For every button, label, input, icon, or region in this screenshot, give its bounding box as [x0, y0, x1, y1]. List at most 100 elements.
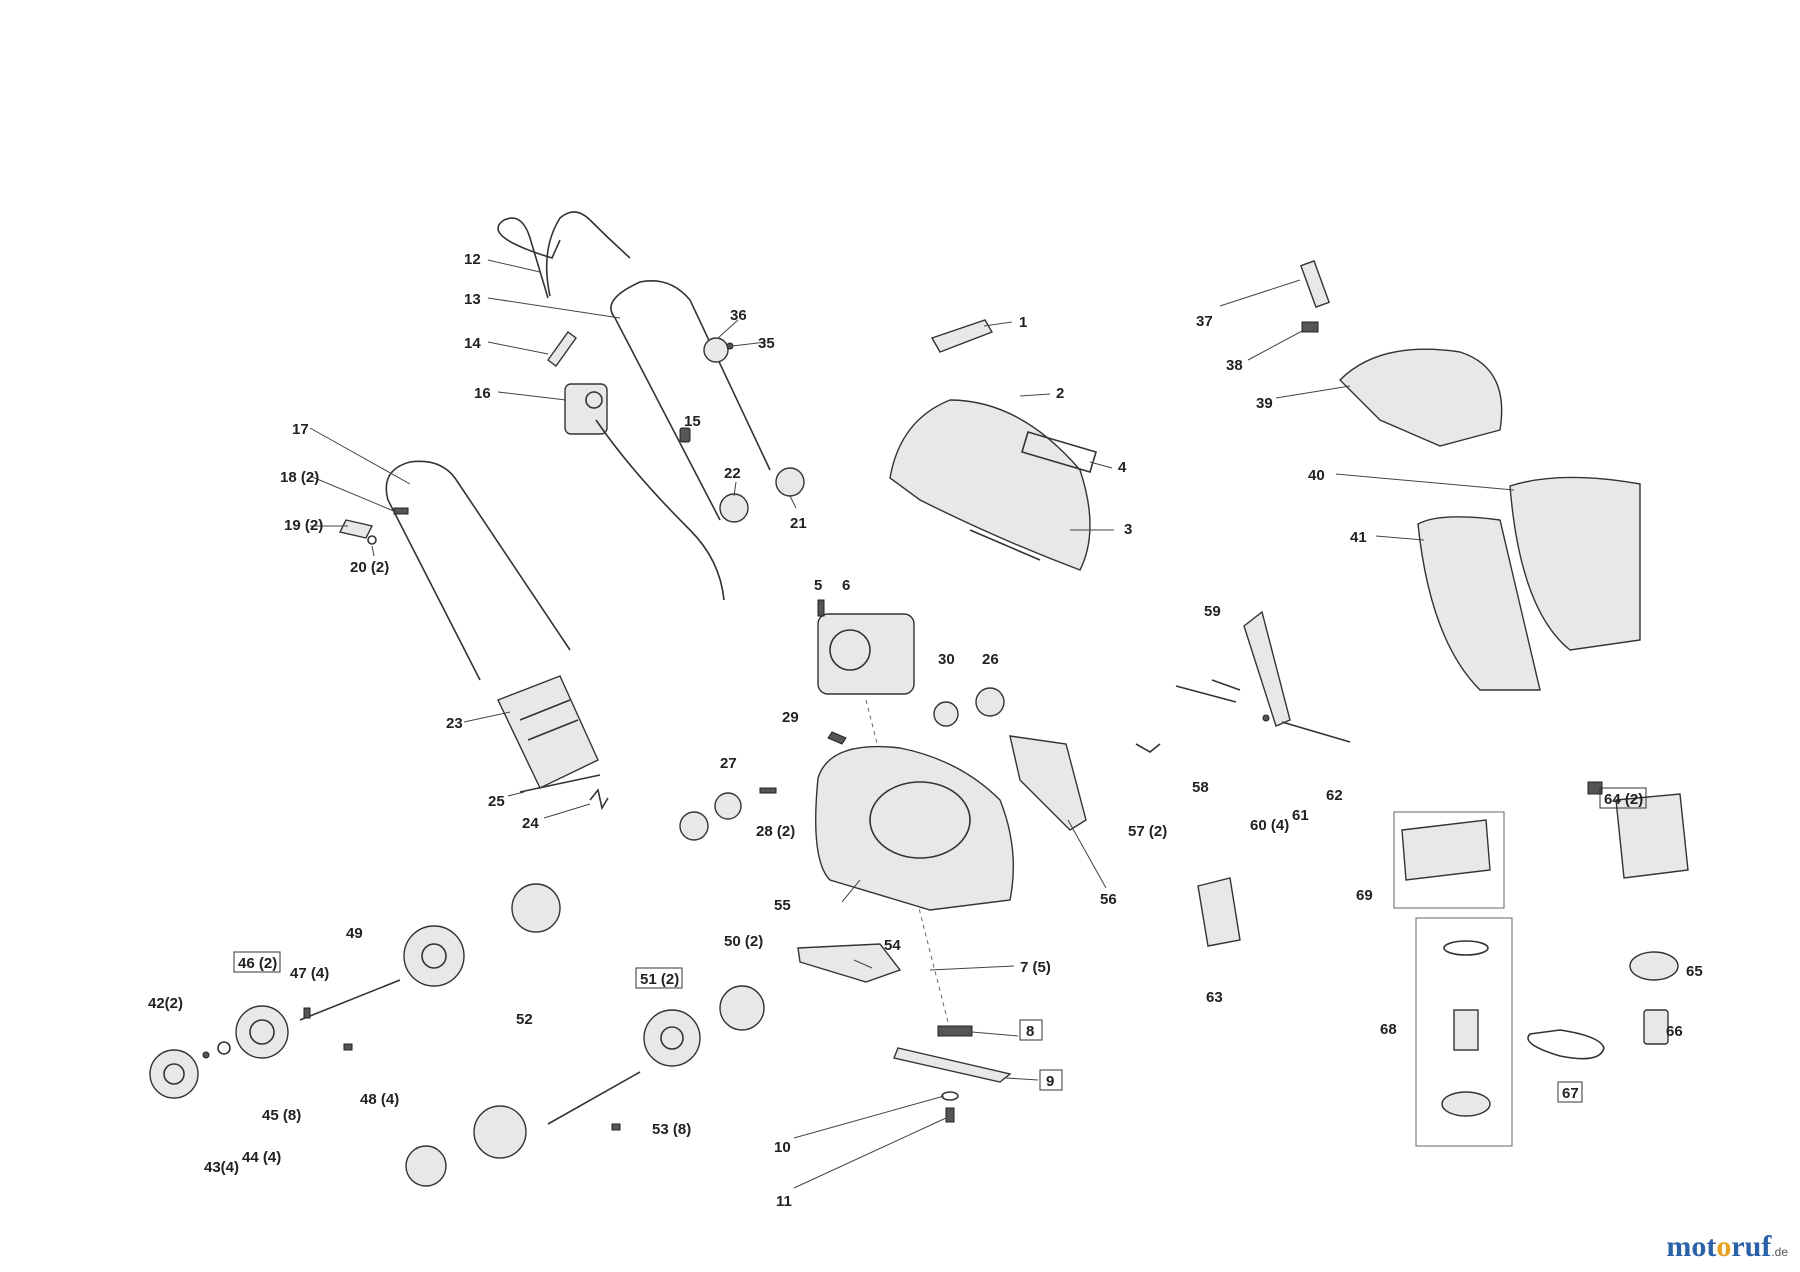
label-59: 59	[1204, 603, 1221, 620]
part-17-lower-handle	[385, 460, 571, 651]
part-68-shaft	[1453, 1009, 1479, 1051]
label-58: 58	[1192, 779, 1209, 796]
part-22-knob	[719, 493, 749, 523]
part-38-clip	[1301, 321, 1319, 333]
part-9-blade	[893, 1047, 1012, 1083]
part-labels: 1 2 3 4 5 6 7 (5) 8 9 10 11 12 13 14 15 …	[148, 251, 1703, 1210]
part-20-washer	[367, 535, 377, 545]
group-69	[1393, 811, 1505, 909]
lower-handle-assembly	[338, 460, 609, 811]
motor-cover-assembly	[679, 319, 1097, 1031]
label-47: 47 (4)	[290, 965, 329, 982]
label-19: 19 (2)	[284, 517, 323, 534]
part-56-flap	[1009, 735, 1087, 831]
label-53: 53 (8)	[652, 1121, 691, 1138]
part-25-rod	[519, 774, 601, 793]
label-29: 29	[782, 709, 799, 726]
label-8: 8	[1026, 1023, 1034, 1040]
label-63: 63	[1206, 989, 1223, 1006]
label-13: 13	[464, 291, 481, 308]
label-22: 22	[724, 465, 741, 482]
label-2: 2	[1056, 385, 1064, 402]
label-61: 61	[1292, 807, 1309, 824]
part-63-handle	[1197, 877, 1241, 947]
part-10-washer	[941, 1091, 959, 1101]
label-42: 42(2)	[148, 995, 183, 1012]
label-62: 62	[1326, 787, 1343, 804]
label-27: 27	[720, 755, 737, 772]
part-55-deck	[815, 745, 1015, 911]
label-43: 43(4)	[204, 1159, 239, 1176]
label-21: 21	[790, 515, 807, 532]
label-39: 39	[1256, 395, 1273, 412]
part-hubcap-front	[405, 1145, 447, 1187]
label-9-box	[1039, 1069, 1063, 1091]
label-60: 60 (4)	[1250, 817, 1289, 834]
part-14-clip	[547, 331, 577, 367]
part-27-cap	[679, 811, 709, 841]
part-21-knob	[775, 467, 805, 497]
part-13-upper-handle	[610, 280, 771, 471]
label-51: 51 (2)	[640, 971, 679, 988]
label-7: 7 (5)	[1020, 959, 1051, 976]
leader-lines	[309, 259, 1515, 1189]
label-57: 57 (2)	[1128, 823, 1167, 840]
part-24-spring	[589, 788, 609, 811]
label-15: 15	[684, 413, 701, 430]
label-20: 20 (2)	[350, 559, 389, 576]
cable	[595, 419, 725, 601]
part-29-clip	[827, 731, 847, 745]
part-43-screw	[202, 1051, 210, 1059]
label-25: 25	[488, 793, 505, 810]
label-38: 38	[1226, 357, 1243, 374]
part-39-box-top	[1339, 348, 1503, 447]
wheel-assembly	[149, 883, 765, 1187]
motor-detail-assembly	[1393, 781, 1689, 1147]
part-6-motor	[817, 613, 915, 695]
label-8-box	[1019, 1019, 1043, 1041]
label-16: 16	[474, 385, 491, 402]
part-57-clip	[1135, 743, 1161, 753]
part-67-belt	[1527, 1029, 1605, 1060]
label-46-box	[233, 951, 281, 973]
part-50-hubcap	[719, 985, 765, 1031]
part-46-wheel	[235, 1005, 289, 1059]
part-51-wheel	[643, 1009, 701, 1067]
part-26-gear	[975, 687, 1005, 717]
brand-logo: motoruf.de	[1666, 1230, 1788, 1263]
label-26: 26	[982, 651, 999, 668]
part-49-axle	[299, 979, 401, 1021]
part-65-fan	[1629, 951, 1679, 981]
height-adjust-assembly	[1135, 610, 1351, 947]
label-6: 6	[842, 577, 850, 594]
part-48-nut	[343, 1043, 353, 1051]
label-9: 9	[1046, 1073, 1054, 1090]
part-44-washer	[217, 1041, 231, 1055]
part-hubcap-rear	[511, 883, 561, 933]
part-58-bar	[1175, 685, 1237, 703]
label-35: 35	[758, 335, 775, 352]
group-68	[1415, 917, 1513, 1147]
part-11-bolt	[945, 1107, 955, 1123]
label-18: 18 (2)	[280, 469, 319, 486]
part-wheel-rear	[403, 925, 465, 987]
part-54-plate	[797, 943, 902, 983]
label-41: 41	[1350, 529, 1367, 546]
part-40-box-inner	[1509, 476, 1641, 651]
label-17: 17	[292, 421, 309, 438]
part-30-gear	[933, 701, 959, 727]
label-69: 69	[1356, 887, 1373, 904]
part-59-spring	[1211, 679, 1241, 691]
label-55: 55	[774, 897, 791, 914]
part-36-knob	[703, 337, 729, 363]
part-27-gear	[714, 792, 742, 820]
part-18-bolt	[393, 507, 409, 515]
label-45: 45 (8)	[262, 1107, 301, 1124]
label-50: 50 (2)	[724, 933, 763, 950]
label-10: 10	[774, 1139, 791, 1156]
label-37: 37	[1196, 313, 1213, 330]
part-53-nut	[611, 1123, 621, 1131]
label-23: 23	[446, 715, 463, 732]
label-51-box	[635, 967, 683, 989]
